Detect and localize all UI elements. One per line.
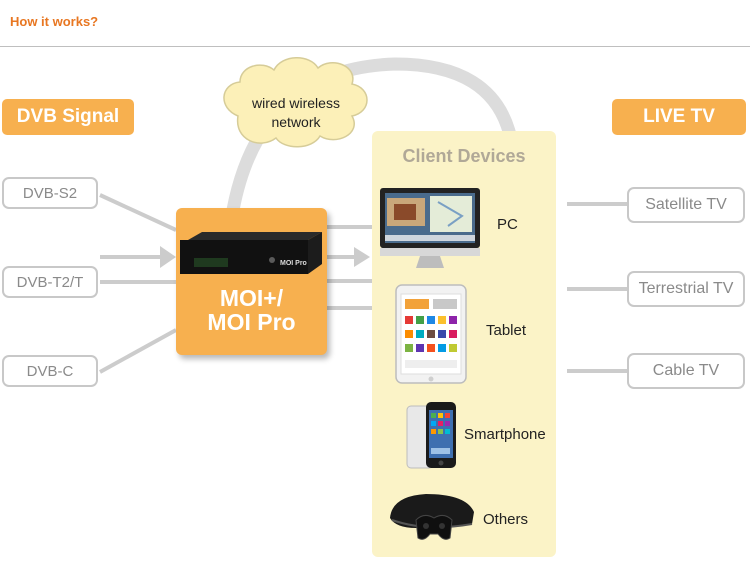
game-console-icon <box>390 494 474 540</box>
moi-box: MOI Pro <box>176 208 327 355</box>
dvb-t2-box: DVB-T2/T <box>2 266 98 298</box>
dvb-signal-title: DVB Signal <box>2 99 134 135</box>
dvb-c-connector <box>99 328 177 374</box>
device-label-tablet: Tablet <box>486 322 527 339</box>
cloud-label-line1: wired wireless <box>252 95 340 111</box>
live-tv-title: LIVE TV <box>612 99 746 135</box>
dvb-c-box: DVB-C <box>2 355 98 387</box>
tablet-icon <box>395 284 467 384</box>
terrestrial-tv-box: Terrestrial TV <box>627 271 745 307</box>
cloud-icon <box>223 57 368 148</box>
page-heading: How it works? <box>10 14 99 29</box>
device-label-others: Others <box>483 511 529 528</box>
input-arrow-head <box>160 246 176 268</box>
client-devices-title: Client Devices <box>402 146 526 166</box>
device-label-pc: PC <box>497 216 518 233</box>
moi-device-badge: MOI Pro <box>280 260 307 267</box>
dvb-s2-box: DVB-S2 <box>2 177 98 209</box>
moi-device-icon: MOI Pro <box>180 232 322 274</box>
cloud-label-line2: network <box>271 114 321 130</box>
smartphone-icon <box>406 402 456 469</box>
moi-label: MOI+/ MOI Pro <box>176 286 327 334</box>
cloud-label: wired wireless network <box>236 94 356 132</box>
moi-to-pc-arrow-head <box>354 247 370 267</box>
header-divider <box>0 46 750 47</box>
cable-tv-box: Cable TV <box>627 353 745 389</box>
moi-label-line2: MOI Pro <box>207 309 296 335</box>
moi-label-line1: MOI+/ <box>219 285 284 311</box>
device-label-smartphone: Smartphone <box>464 426 546 443</box>
imac-icon <box>380 188 480 268</box>
satellite-tv-box: Satellite TV <box>627 187 745 223</box>
dvb-s2-connector <box>99 193 177 232</box>
